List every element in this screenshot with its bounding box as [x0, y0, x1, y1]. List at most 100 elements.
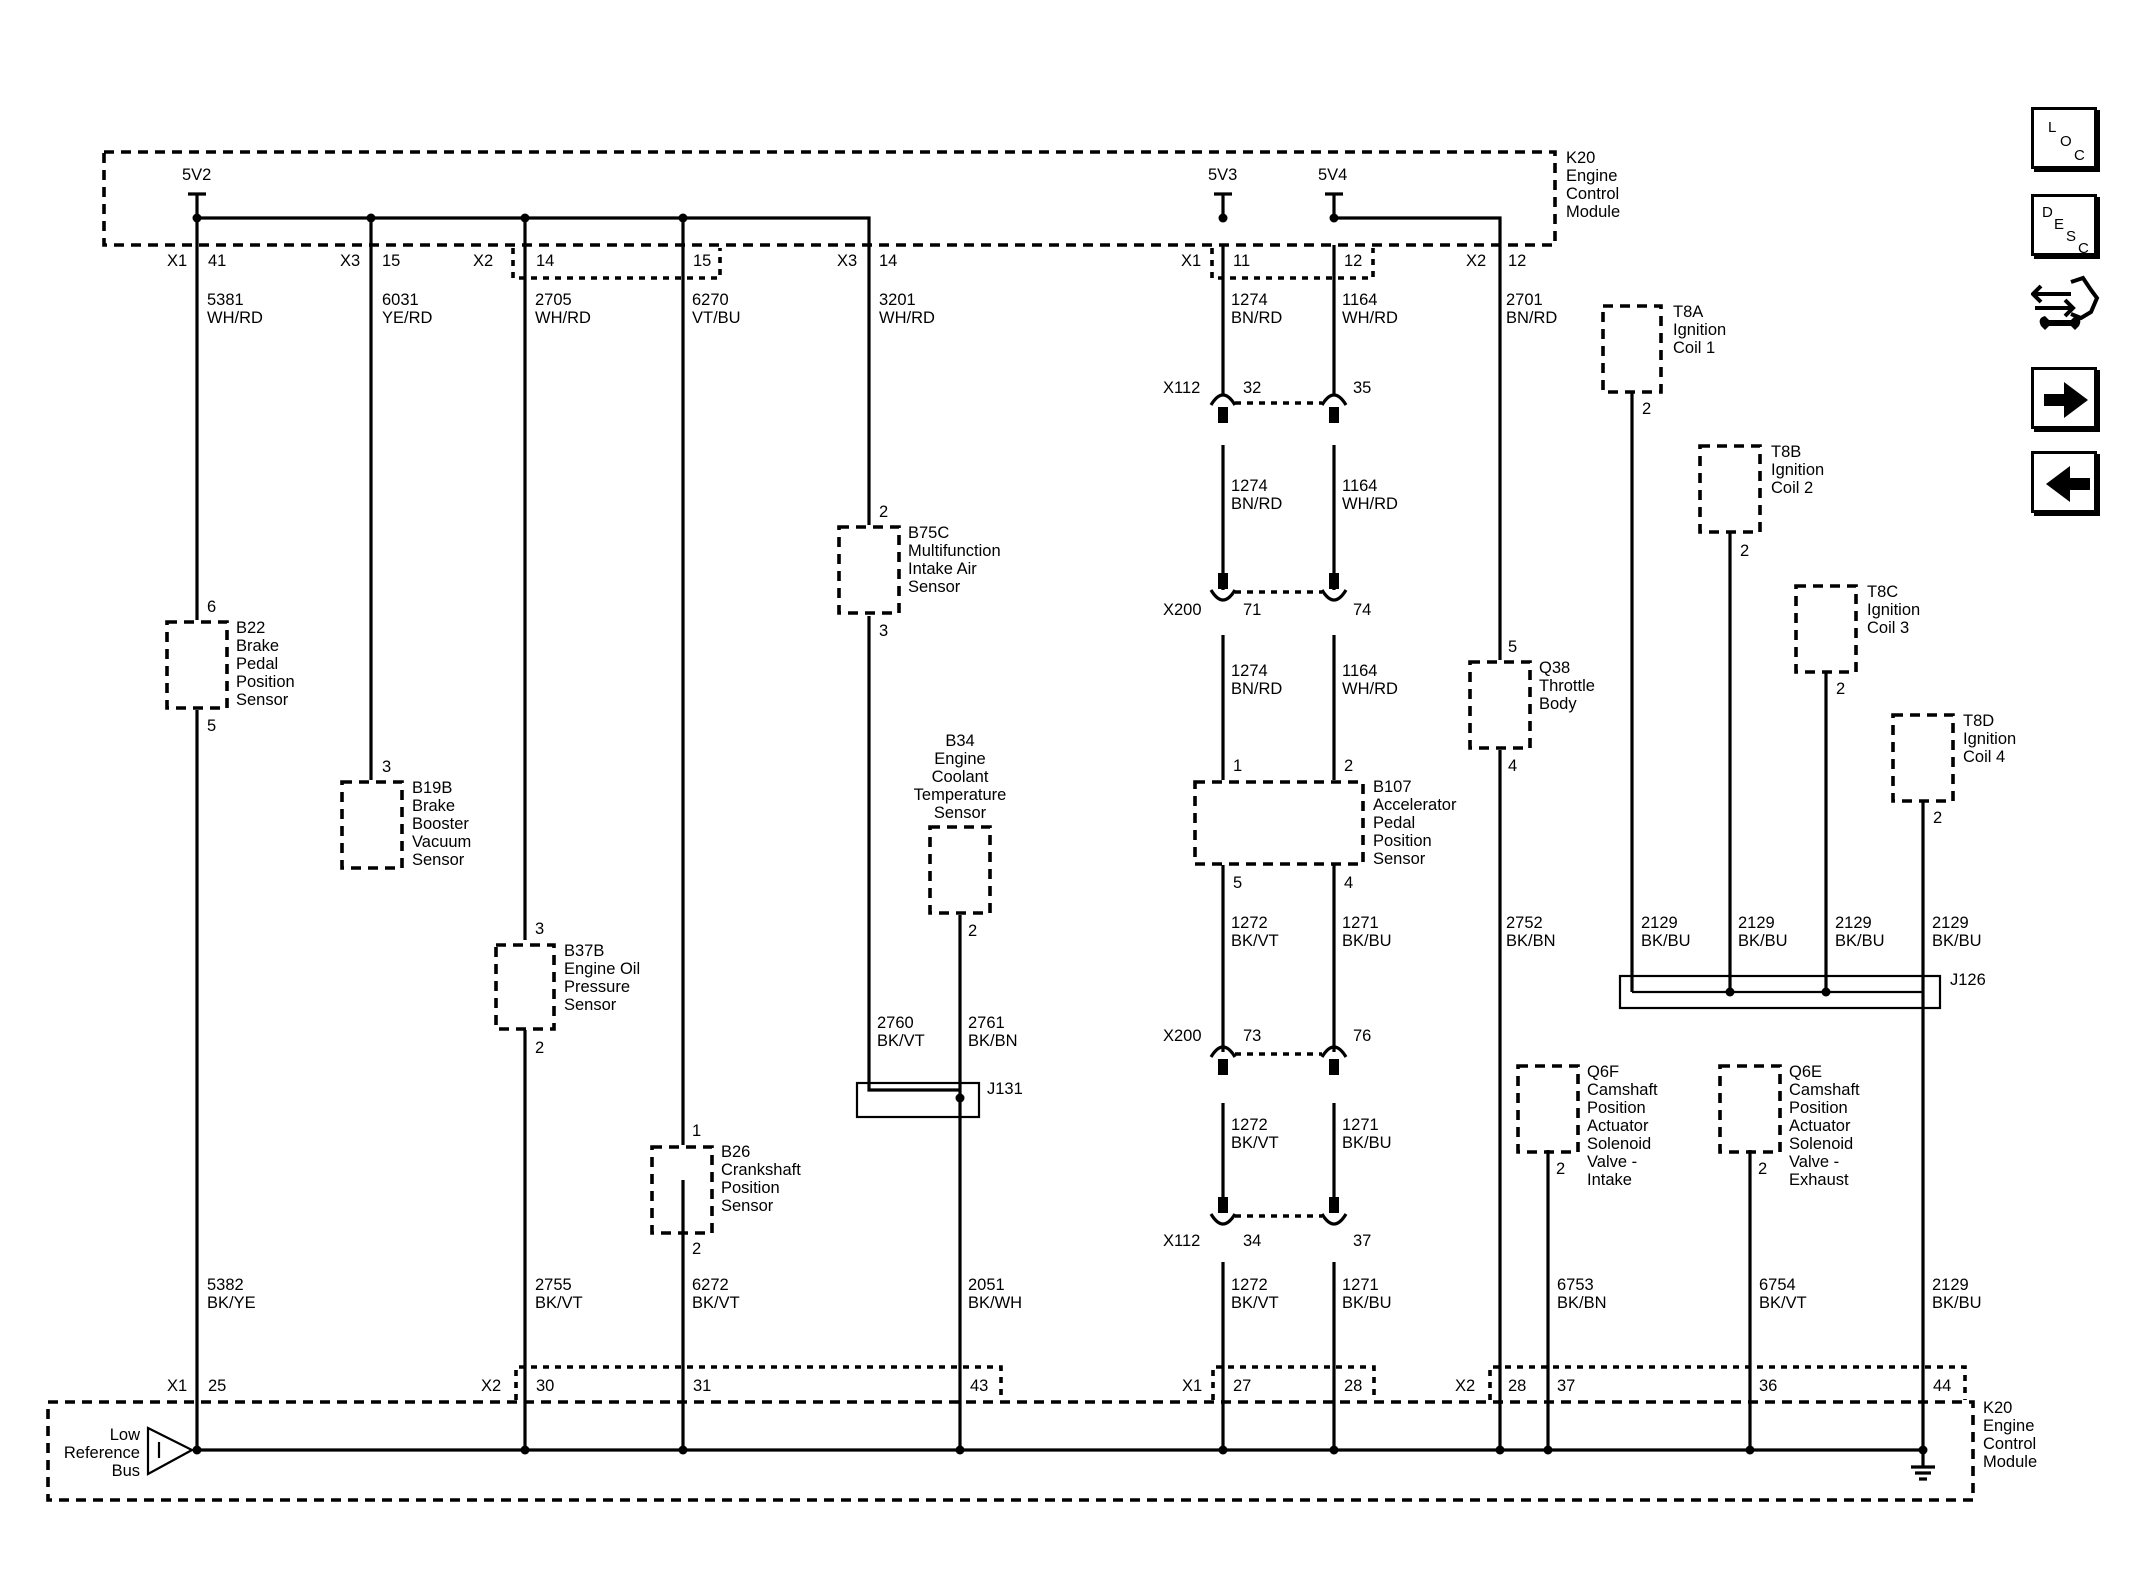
conn-label: X2 — [1466, 252, 1486, 270]
conn-label: 12 — [1344, 252, 1362, 270]
svg-text:25: 25 — [208, 1377, 226, 1395]
svg-text:71: 71 — [1243, 601, 1261, 619]
svg-text:L: L — [2048, 119, 2056, 136]
svg-text:14: 14 — [536, 252, 554, 270]
svg-text:5: 5 — [207, 717, 216, 735]
svg-text:2: 2 — [1933, 809, 1942, 827]
conn-label: 15 — [693, 252, 711, 270]
next-button[interactable] — [2031, 367, 2097, 429]
svg-text:28: 28 — [1508, 1377, 1526, 1395]
svg-text:X2: X2 — [481, 1377, 501, 1395]
volt-5v4: 5V4 — [1318, 166, 1347, 184]
svg-text:30: 30 — [536, 1377, 554, 1395]
svg-text:32: 32 — [1243, 379, 1261, 397]
connector-x112-bottom: X112 34 37 — [1163, 1197, 1371, 1250]
arrow-left-icon — [2046, 466, 2090, 502]
description-button[interactable]: D E S C — [2031, 194, 2097, 257]
conn-label: X2 — [473, 252, 493, 270]
svg-text:X2: X2 — [1455, 1377, 1475, 1395]
svg-text:E: E — [2054, 216, 2064, 233]
svg-text:6: 6 — [207, 598, 216, 616]
svg-text:76: 76 — [1353, 1027, 1371, 1045]
svg-text:27: 27 — [1233, 1377, 1251, 1395]
conn-label: X3 — [837, 252, 857, 270]
splice-j126: J126 — [1618, 971, 1986, 1010]
svg-text:15: 15 — [382, 252, 400, 270]
svg-text:J131: J131 — [987, 1080, 1023, 1098]
svg-text:31: 31 — [693, 1377, 711, 1395]
svg-text:X1: X1 — [167, 1377, 187, 1395]
svg-text:J126: J126 — [1950, 971, 1986, 989]
svg-text:44: 44 — [1933, 1377, 1951, 1395]
connector-x200-lower: X200 73 76 — [1163, 1027, 1371, 1075]
bus-dots — [192, 1445, 1928, 1455]
connector-view-button[interactable] — [2030, 272, 2101, 338]
connector-x112-top: X112 32 35 — [1163, 379, 1371, 423]
svg-text:X112: X112 — [1163, 379, 1200, 397]
svg-text:12: 12 — [1508, 252, 1526, 270]
previous-button[interactable] — [2031, 451, 2097, 513]
svg-text:D: D — [2042, 204, 2053, 221]
svg-text:2: 2 — [1344, 757, 1353, 775]
svg-text:2: 2 — [535, 1039, 544, 1057]
svg-text:2: 2 — [1556, 1160, 1565, 1178]
svg-text:O: O — [2060, 133, 2072, 150]
svg-text:11: 11 — [1233, 252, 1250, 270]
loc-icon: L O C — [2048, 119, 2085, 164]
svg-text:14: 14 — [879, 252, 897, 270]
svg-text:2: 2 — [1642, 400, 1651, 418]
volt-5v2: 5V2 — [182, 166, 211, 184]
svg-text:28: 28 — [1344, 1377, 1362, 1395]
wires — [195, 218, 1935, 1481]
svg-text:1: 1 — [692, 1122, 701, 1140]
svg-text:3: 3 — [382, 758, 391, 776]
location-button[interactable]: L O C — [2031, 107, 2097, 169]
arrow-right-icon — [2044, 382, 2088, 418]
svg-text:74: 74 — [1353, 601, 1371, 619]
svg-text:X1: X1 — [1182, 1377, 1202, 1395]
conn-label: X3 — [340, 252, 360, 270]
connector-x200-upper: X200 71 74 — [1163, 573, 1371, 619]
